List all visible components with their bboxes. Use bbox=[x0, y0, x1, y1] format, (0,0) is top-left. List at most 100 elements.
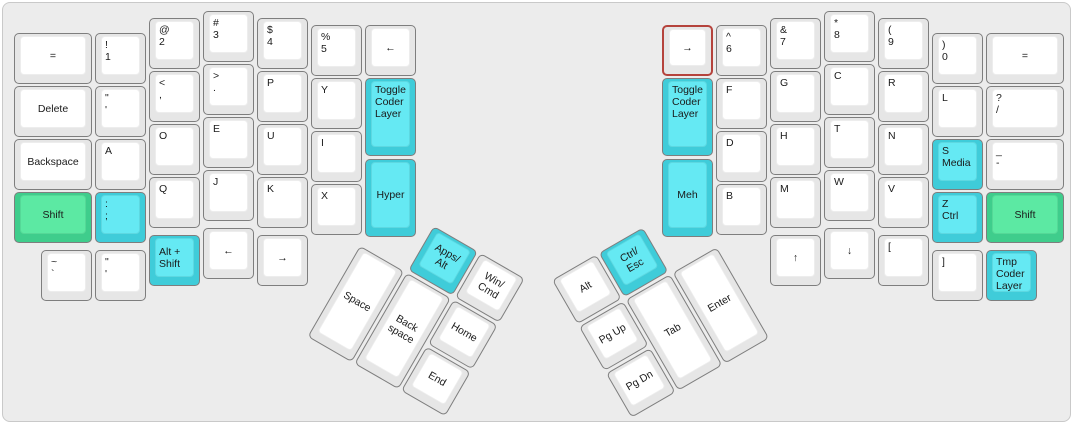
key-shift-left[interactable]: Shift bbox=[14, 192, 92, 243]
key-left-bracket[interactable]: [ bbox=[878, 235, 929, 286]
key-left-arrow-bottom[interactable]: ← bbox=[203, 228, 254, 279]
key-5[interactable]: % 5 bbox=[311, 25, 362, 76]
key-1[interactable]: ! 1 bbox=[95, 33, 146, 84]
key-y[interactable]: Y bbox=[311, 78, 362, 129]
key-k[interactable]: K bbox=[257, 177, 308, 228]
key-left-arrow-top[interactable]: ← bbox=[365, 25, 416, 76]
key-minus[interactable]: _ - bbox=[986, 139, 1064, 190]
keycap-f-label: F bbox=[722, 81, 761, 120]
key-w[interactable]: W bbox=[824, 170, 875, 221]
keycap-tmp-coder-layer-label: Tmp Coder Layer bbox=[992, 253, 1031, 292]
keycap-y-label: Y bbox=[317, 81, 356, 120]
keycap-up-arrow-label: ↑ bbox=[776, 238, 815, 277]
keycap-alt-shift-label: Alt + Shift bbox=[155, 238, 194, 277]
key-tmp-coder-layer[interactable]: Tmp Coder Layer bbox=[986, 250, 1037, 301]
key-2[interactable]: @ 2 bbox=[149, 18, 200, 69]
key-8[interactable]: * 8 bbox=[824, 11, 875, 62]
key-l[interactable]: L bbox=[932, 86, 983, 137]
key-toggle-coder-layer-left[interactable]: Toggle Coder Layer bbox=[365, 78, 416, 156]
key-down-arrow[interactable]: ↓ bbox=[824, 228, 875, 279]
keycap-b-label: B bbox=[722, 187, 761, 226]
key-i[interactable]: I bbox=[311, 131, 362, 182]
key-shift-right[interactable]: Shift bbox=[986, 192, 1064, 243]
key-6[interactable]: ^ 6 bbox=[716, 25, 767, 76]
key-a[interactable]: A bbox=[95, 139, 146, 190]
key-right-arrow-bottom[interactable]: → bbox=[257, 235, 308, 286]
key-backspace[interactable]: Backspace bbox=[14, 139, 92, 190]
key-hyper[interactable]: Hyper bbox=[365, 159, 416, 237]
key-m[interactable]: M bbox=[770, 177, 821, 228]
key-equals-left[interactable]: = bbox=[14, 33, 92, 84]
key-equals-right[interactable]: = bbox=[986, 33, 1064, 84]
keycap-d-label: D bbox=[722, 134, 761, 173]
key-4[interactable]: $ 4 bbox=[257, 18, 308, 69]
key-h[interactable]: H bbox=[770, 124, 821, 175]
keycap-w-label: W bbox=[830, 173, 869, 212]
key-f[interactable]: F bbox=[716, 78, 767, 129]
key-semicolon[interactable]: : ; bbox=[95, 192, 146, 243]
keycap-k-label: K bbox=[263, 180, 302, 219]
key-o[interactable]: O bbox=[149, 124, 200, 175]
keycap-5-label: % 5 bbox=[317, 28, 356, 67]
keycap-u-label: U bbox=[263, 127, 302, 166]
keycap-quote-bottom-label: " ' bbox=[101, 253, 140, 292]
keycap-i-label: I bbox=[317, 134, 356, 173]
keycap-alt-label: Alt bbox=[558, 260, 612, 314]
keycap-hyper-label: Hyper bbox=[371, 162, 410, 228]
key-3[interactable]: # 3 bbox=[203, 11, 254, 62]
key-p[interactable]: P bbox=[257, 71, 308, 122]
keycap-l-label: L bbox=[938, 89, 977, 128]
key-alt-shift[interactable]: Alt + Shift bbox=[149, 235, 200, 286]
key-q[interactable]: Q bbox=[149, 177, 200, 228]
keycap-shift-left-label: Shift bbox=[20, 195, 86, 234]
key-x[interactable]: X bbox=[311, 184, 362, 235]
key-b[interactable]: B bbox=[716, 184, 767, 235]
key-right-bracket[interactable]: ] bbox=[932, 250, 983, 301]
key-t[interactable]: T bbox=[824, 117, 875, 168]
key-period[interactable]: > . bbox=[203, 64, 254, 115]
key-slash[interactable]: ? / bbox=[986, 86, 1064, 137]
key-j[interactable]: J bbox=[203, 170, 254, 221]
key-r[interactable]: R bbox=[878, 71, 929, 122]
key-s-media[interactable]: S Media bbox=[932, 139, 983, 190]
key-toggle-coder-layer-right[interactable]: Toggle Coder Layer bbox=[662, 78, 713, 156]
key-e[interactable]: E bbox=[203, 117, 254, 168]
keycap-pg-dn-label: Pg Dn bbox=[612, 353, 666, 407]
key-comma[interactable]: < , bbox=[149, 71, 200, 122]
keycap-win-cmd-label: Win/ Cmd bbox=[464, 258, 519, 312]
key-grave[interactable]: ~ ` bbox=[41, 250, 92, 301]
key-meh[interactable]: Meh bbox=[662, 159, 713, 237]
keycap-4-label: $ 4 bbox=[263, 21, 302, 60]
keycap-period-label: > . bbox=[209, 67, 248, 106]
keycap-meh-label: Meh bbox=[668, 162, 707, 228]
key-right-arrow-top[interactable]: → bbox=[662, 25, 713, 76]
keycap-right-arrow-top-label: → bbox=[669, 29, 706, 66]
key-z-ctrl[interactable]: Z Ctrl bbox=[932, 192, 983, 243]
key-quote-bottom[interactable]: " ' bbox=[95, 250, 146, 301]
key-u[interactable]: U bbox=[257, 124, 308, 175]
key-c[interactable]: C bbox=[824, 64, 875, 115]
keycap-2-label: @ 2 bbox=[155, 21, 194, 60]
keycap-h-label: H bbox=[776, 127, 815, 166]
keycap-9-label: ( 9 bbox=[884, 21, 923, 60]
key-delete[interactable]: Delete bbox=[14, 86, 92, 137]
keycap-n-label: N bbox=[884, 127, 923, 166]
keycap-slash-label: ? / bbox=[992, 89, 1058, 128]
key-v[interactable]: V bbox=[878, 177, 929, 228]
key-g[interactable]: G bbox=[770, 71, 821, 122]
key-quote[interactable]: " ' bbox=[95, 86, 146, 137]
keycap-backspace-label: Backspace bbox=[20, 142, 86, 181]
keycap-o-label: O bbox=[155, 127, 194, 166]
key-d[interactable]: D bbox=[716, 131, 767, 182]
key-7[interactable]: & 7 bbox=[770, 18, 821, 69]
keycap-c-label: C bbox=[830, 67, 869, 106]
keycap-semicolon-label: : ; bbox=[101, 195, 140, 234]
keycap-p-label: P bbox=[263, 74, 302, 113]
keycap-left-arrow-top-label: ← bbox=[371, 28, 410, 67]
key-9[interactable]: ( 9 bbox=[878, 18, 929, 69]
keycap-equals-left-label: = bbox=[20, 36, 86, 75]
key-up-arrow[interactable]: ↑ bbox=[770, 235, 821, 286]
key-0[interactable]: ) 0 bbox=[932, 33, 983, 84]
key-n[interactable]: N bbox=[878, 124, 929, 175]
